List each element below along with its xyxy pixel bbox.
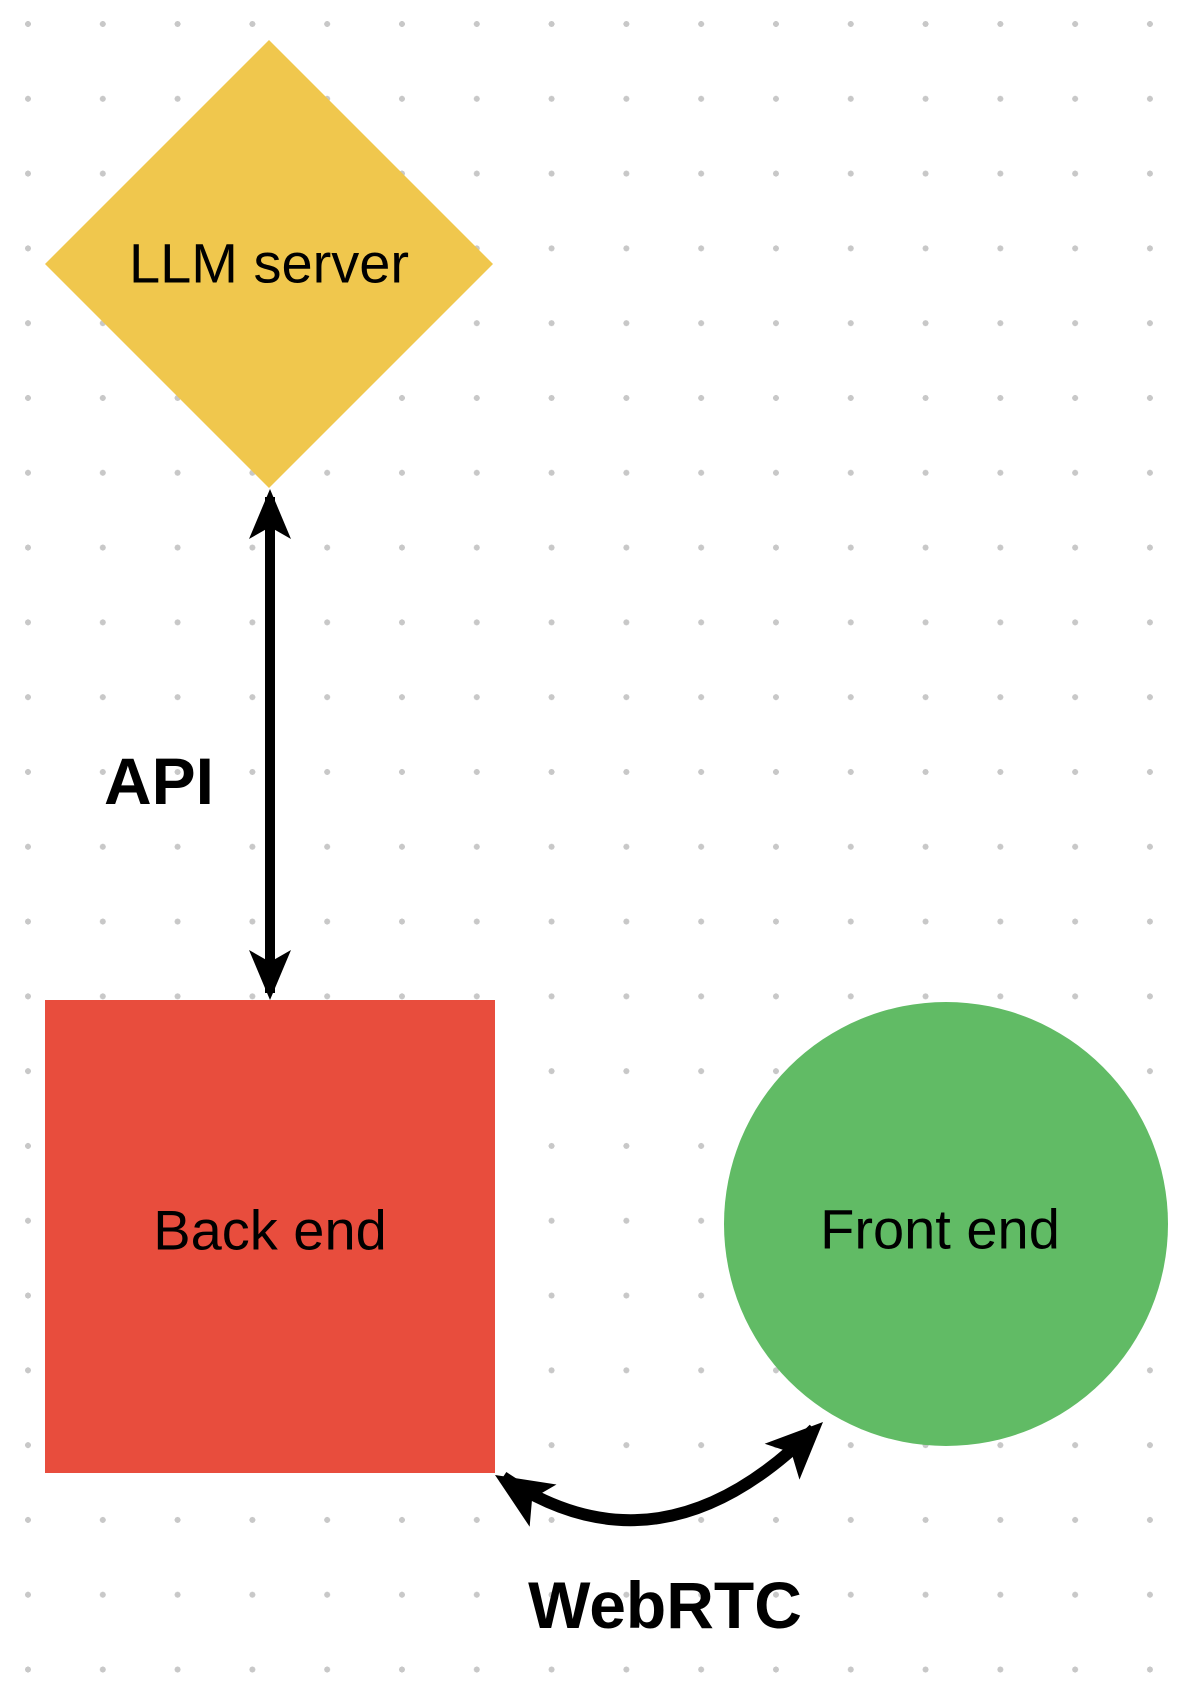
webrtc-connector-label: WebRTC (528, 1568, 802, 1642)
webrtc-arrowhead-left-icon (495, 1475, 557, 1527)
webrtc-connector-shaft (499, 1424, 819, 1527)
webrtc-arrowhead-right-icon (764, 1422, 823, 1480)
back-end-node[interactable] (45, 1000, 495, 1473)
api-arrowhead-down-icon (249, 950, 291, 1000)
webrtc-connector[interactable] (482, 1404, 841, 1527)
front-end-node[interactable] (724, 1002, 1168, 1446)
llm-server-node-label: LLM server (128, 231, 410, 295)
api-arrowhead-up-icon (249, 489, 291, 539)
llm-server-node[interactable] (45, 40, 493, 488)
api-connector-label: API (103, 744, 215, 818)
back-end-node-label: Back end (153, 1198, 387, 1262)
api-connector[interactable] (249, 489, 291, 1000)
front-end-node-label: Front end (820, 1197, 1060, 1261)
